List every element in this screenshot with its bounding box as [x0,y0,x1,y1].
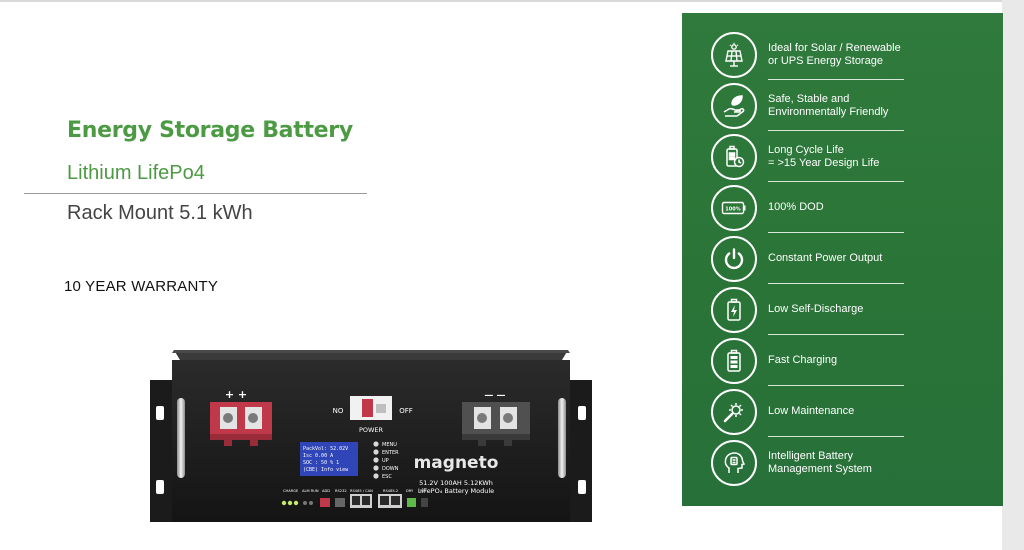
feature-line: Fast Charging [768,354,838,366]
right-scroll-strip [1002,0,1024,550]
esc-button-label: ESC [382,474,392,480]
model-line-1: 51.2V 100AH 5.12KWh [419,479,493,487]
feature-line: 100% DOD [768,201,824,213]
port-label: RS485 / CAN [350,489,373,493]
lcd-line: (CBE) Info view [303,467,349,473]
port-label: DRY [406,489,414,493]
port-label: RS232 [335,489,347,493]
positive-terminal-label: + + [225,388,247,401]
feature-line: Ideal for Solar / Renewable [768,41,901,54]
power-icon [711,236,757,282]
up-button-label: UP [382,458,389,464]
feature-line: Constant Power Output [768,252,883,264]
feature-divider [768,130,904,131]
feature-divider [768,283,904,284]
battery-product-image: + + — — NO OFF POWER PackVol: 52.02V Isc… [150,350,592,522]
warranty-text: 10 YEAR WARRANTY [64,278,219,295]
solar-panel-icon [711,32,757,78]
feature-divider [768,334,904,335]
battery-bolt-icon [711,287,757,333]
dod-badge-text: 100% [725,206,740,212]
negative-terminal-label: — — [484,391,505,401]
feature-item-self-discharge: Low Self-Discharge [682,284,1003,335]
feature-line: Long Cycle Life [768,143,844,156]
switch-off-label: OFF [399,407,413,415]
feature-item-fast-charging: Fast Charging [682,335,1003,386]
enter-button-label: ENTER [382,450,399,456]
lcd-line: SOC : 50 % 1 [303,460,339,466]
head-chip-icon [711,440,757,486]
switch-on-label: NO [333,407,344,415]
port-label: RS485-2 [383,489,398,493]
feature-divider [768,385,904,386]
title-divider [24,193,367,194]
hand-leaf-icon [711,83,757,129]
feature-item-dod: 100% 100% DOD [682,182,1003,233]
feature-item-power: Constant Power Output [682,233,1003,284]
port-label: ADD [322,489,330,493]
feature-divider [768,181,904,182]
feature-line: Management System [768,462,872,475]
feature-item-maintenance: Low Maintenance [682,386,1003,437]
feature-divider [768,79,904,80]
feature-line: or UPS Energy Storage [768,54,883,67]
feature-line: Intelligent Battery [768,449,853,462]
product-spec: Rack Mount 5.1 kWh [67,202,253,224]
feature-line: = >15 Year Design Life [768,156,880,169]
feature-line: Safe, Stable and [768,92,850,105]
switch-caption: POWER [359,426,384,434]
feature-line: Low Maintenance [768,405,855,417]
brand-logo: magneto [414,453,499,473]
feature-item-cycle-life: Long Cycle Life= >15 Year Design Life [682,131,1003,182]
port-label: ALM RUN [302,489,319,493]
feature-divider [768,436,904,437]
down-button-label: DOWN [382,466,399,472]
product-subtitle: Lithium LifePo4 [67,162,205,184]
product-title: Energy Storage Battery [67,118,353,143]
wrench-gear-icon [711,389,757,435]
port-label: CHARGE [283,489,299,493]
port-label: RST [420,489,428,493]
feature-divider [768,232,904,233]
lcd-line: Isc 0.00 A [303,453,333,459]
battery-full-icon: 100% [711,185,757,231]
model-line-2: LiFePO₄ Battery Module [418,487,494,495]
lcd-line: PackVol: 52.02V [303,446,348,452]
battery-charging-icon [711,338,757,384]
feature-line: Low Self-Discharge [768,303,864,315]
top-border [0,0,1024,2]
feature-line: Environmentally Friendly [768,105,889,118]
menu-button-label: MENU [382,442,397,448]
battery-clock-icon [711,134,757,180]
